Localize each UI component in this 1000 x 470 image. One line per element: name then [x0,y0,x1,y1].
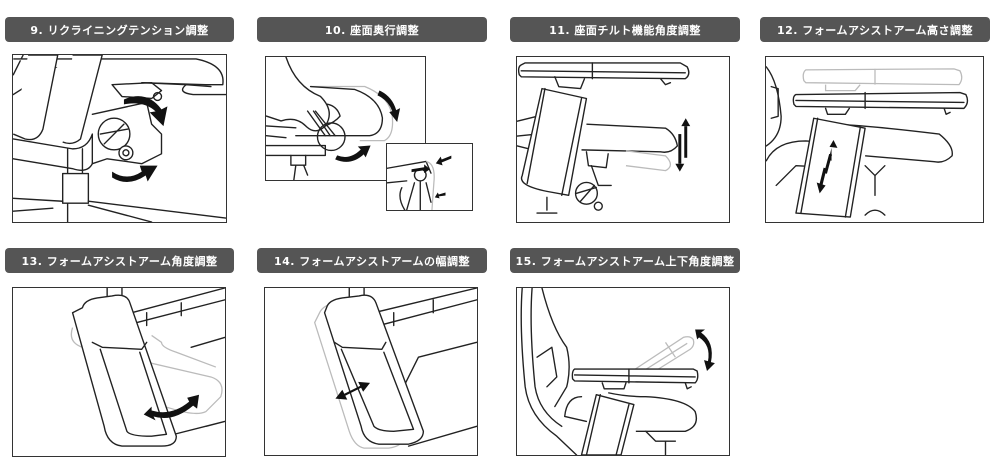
pivot-arrow-icon [143,394,200,421]
tilt-arrow-icon [678,134,682,164]
section-header-seat-depth: 10. 座面奥行調整 [257,17,487,42]
rotate-arrow-icon [123,96,168,127]
push-arrow-icon [411,164,430,174]
push-arrow-icon [434,192,446,199]
section-title: 15. フォームアシストアーム上下角度調整 [515,254,735,268]
arm-vertical-angle-illustration [516,287,730,456]
width-arrow-icon [335,381,371,400]
arm-height-illustration [765,56,984,223]
arm-width-illustration [264,287,478,456]
lever-detail-drawing [387,155,452,210]
slide-arrow-icon [377,90,401,122]
section-header-recline-tension: 9. リクライニングテンション調整 [5,17,234,42]
arm-height-drawing [766,66,969,218]
rotate-arrow-icon [112,165,158,183]
seat-slide-drawing [266,57,401,180]
arm-angle-illustration [12,287,226,457]
push-arrow-icon [435,155,452,166]
section-header-arm-height: 12. フォームアシストアーム高さ調整 [760,17,990,42]
arm-pivot-drawing [70,288,225,447]
seat-depth-detail-inset [386,143,473,211]
recline-tension-illustration [12,54,227,223]
chair-mechanism-drawing [13,55,226,222]
section-title: 9. リクライニングテンション調整 [30,23,209,37]
seat-tilt-illustration [516,56,730,223]
flip-arrow-icon [695,329,715,372]
section-header-arm-width: 14. フォームアシストアームの幅調整 [257,248,487,273]
section-title: 14. フォームアシストアームの幅調整 [273,254,471,268]
section-title: 13. フォームアシストアーム角度調整 [21,254,218,268]
section-header-seat-tilt: 11. 座面チルト機能角度調整 [510,17,740,42]
section-header-arm-vertical-angle: 15. フォームアシストアーム上下角度調整 [510,248,740,273]
slide-arrow-icon [335,145,371,162]
height-arrow-icon [816,167,827,194]
arm-flip-drawing [520,288,715,455]
section-title: 10. 座面奥行調整 [324,23,420,37]
section-header-arm-angle: 13. フォームアシストアーム角度調整 [5,248,234,273]
arm-slide-drawing [313,288,477,449]
section-title: 11. 座面チルト機能角度調整 [549,23,701,37]
seat-tilt-drawing [517,62,691,214]
section-title: 12. フォームアシストアーム高さ調整 [776,23,974,37]
